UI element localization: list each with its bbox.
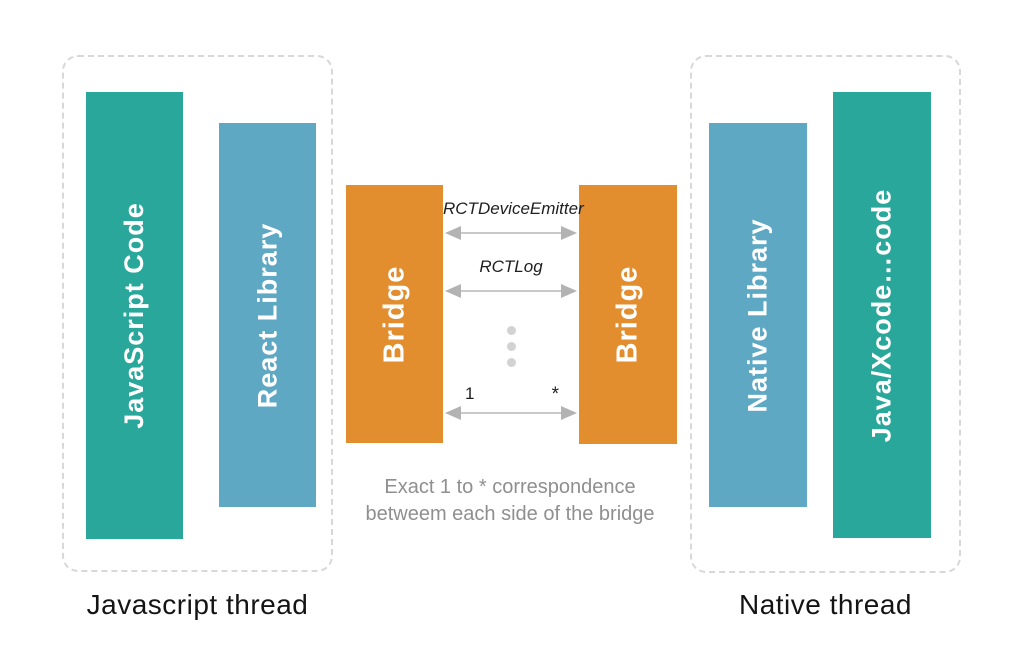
arrow-shaft bbox=[461, 290, 561, 292]
cardinality-labels: 1 * bbox=[445, 384, 577, 405]
double-arrow-icon bbox=[445, 226, 577, 240]
bar-javascript-code: JavaScript Code bbox=[86, 92, 183, 539]
bar-native-library: Native Library bbox=[709, 123, 807, 507]
double-arrow-icon bbox=[445, 406, 577, 420]
dot bbox=[507, 326, 516, 335]
bar-react-library-label: React Library bbox=[252, 222, 283, 408]
cardinality-one: 1 bbox=[465, 384, 475, 403]
cardinality-star: * bbox=[551, 384, 559, 405]
arrowhead-right-icon bbox=[561, 406, 577, 420]
native-thread-box bbox=[690, 55, 961, 573]
bridge-caption-line1: Exact 1 to * correspondence bbox=[384, 476, 636, 498]
js-thread-label: Javascript thread bbox=[86, 589, 309, 620]
arrowhead-left-icon bbox=[445, 226, 461, 240]
arrow-shaft bbox=[461, 232, 561, 234]
vertical-ellipsis-icon bbox=[507, 326, 516, 374]
bridge-caption: Exact 1 to * correspondence betweem each… bbox=[338, 474, 682, 528]
bar-java-xcode-code: Java/Xcode…code bbox=[833, 92, 931, 538]
bar-bridge-left: Bridge bbox=[346, 185, 443, 443]
bar-native-library-label: Native Library bbox=[742, 217, 773, 413]
connection-label-rctlog: RCTLog bbox=[479, 257, 543, 276]
dot bbox=[507, 342, 516, 351]
arrow-shaft bbox=[461, 412, 561, 414]
arrowhead-left-icon bbox=[445, 284, 461, 298]
bridge-caption-line2: betweem each side of the bridge bbox=[365, 503, 655, 525]
arrowhead-right-icon bbox=[561, 284, 577, 298]
bar-bridge-right-label: Bridge bbox=[611, 265, 644, 364]
bar-bridge-right: Bridge bbox=[579, 185, 677, 444]
js-thread-box bbox=[62, 55, 333, 572]
bar-javascript-code-label: JavaScript Code bbox=[119, 202, 149, 429]
bar-bridge-left-label: Bridge bbox=[378, 265, 410, 363]
dot bbox=[507, 358, 516, 367]
connection-label-rctdeviceemitter: RCTDeviceEmitter bbox=[443, 199, 584, 218]
double-arrow-icon bbox=[445, 284, 577, 298]
bar-react-library: React Library bbox=[219, 123, 316, 507]
native-thread-label: Native thread bbox=[738, 589, 913, 620]
bar-java-xcode-code-label: Java/Xcode…code bbox=[866, 188, 897, 442]
arrowhead-right-icon bbox=[561, 226, 577, 240]
arrowhead-left-icon bbox=[445, 406, 461, 420]
